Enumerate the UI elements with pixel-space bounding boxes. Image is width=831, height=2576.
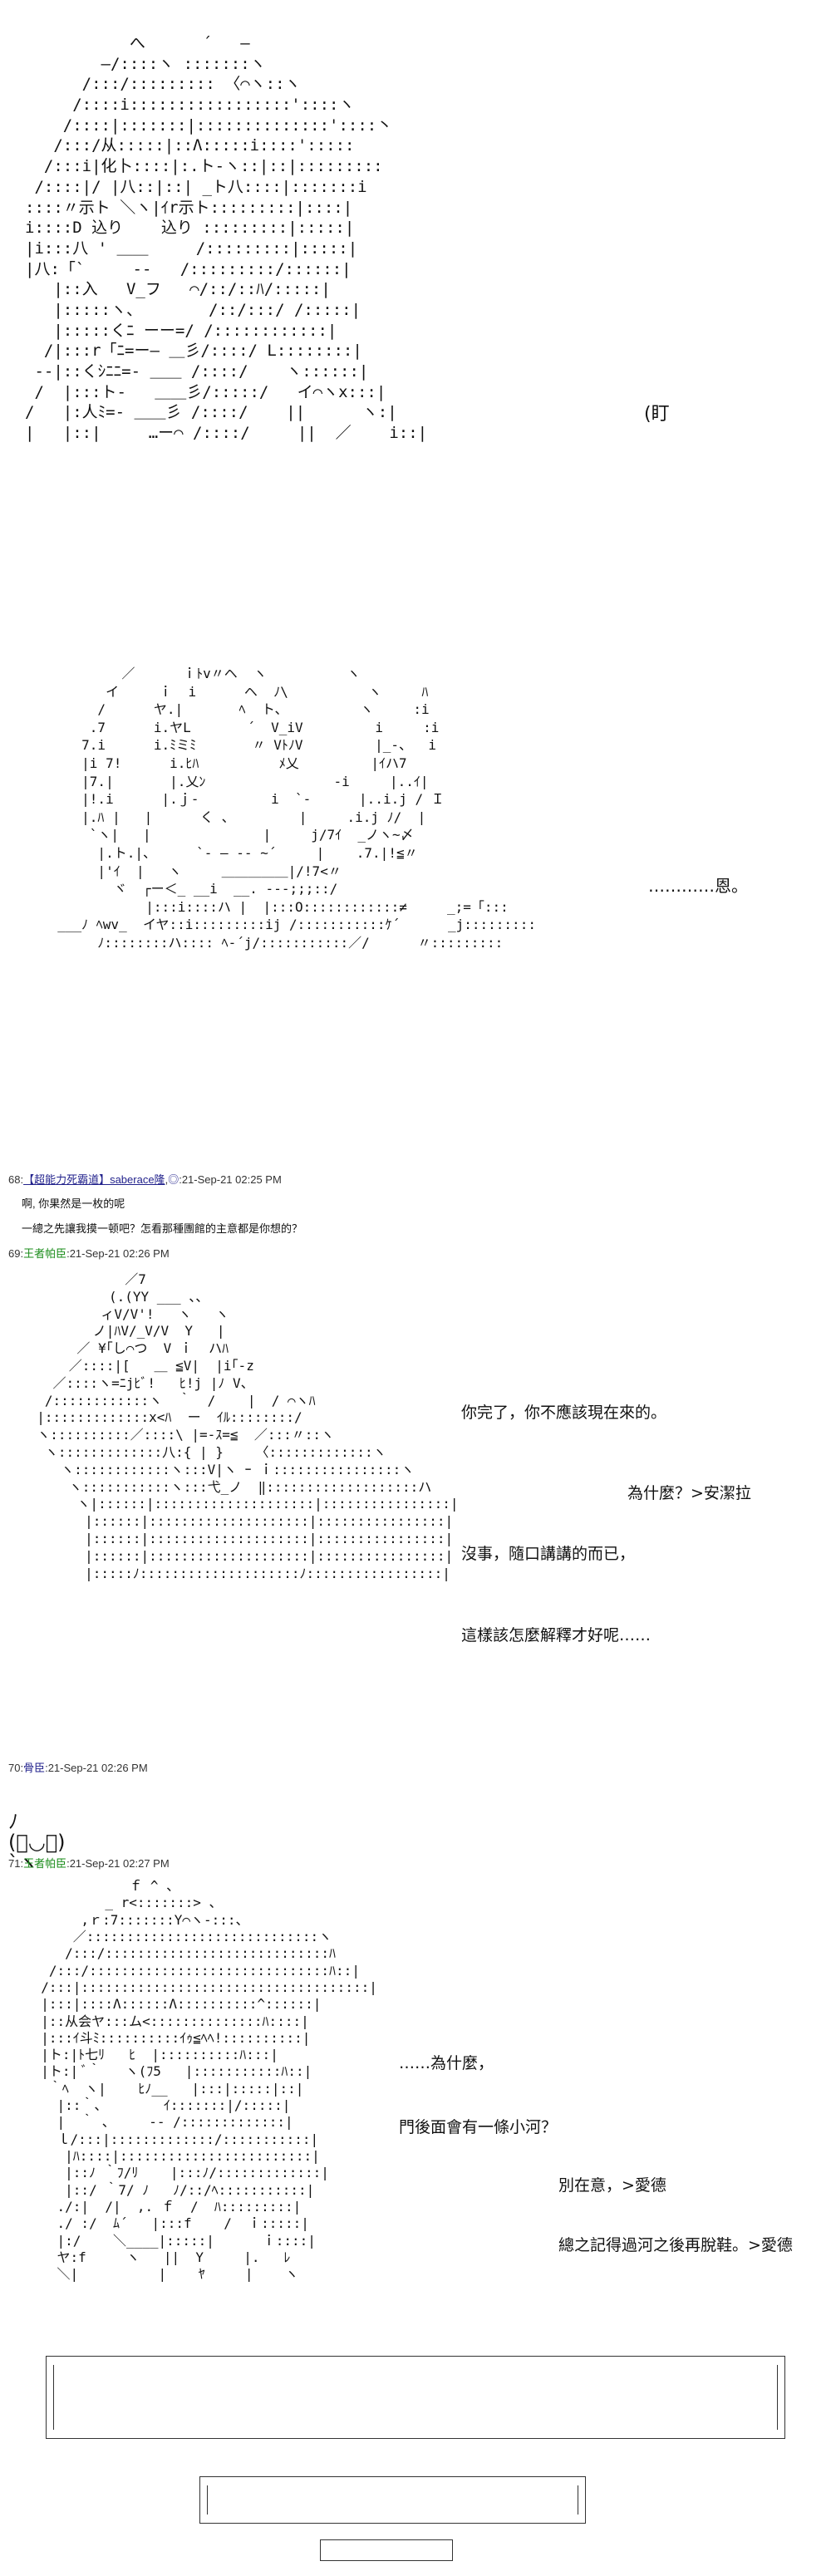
poster-name-link[interactable]: 【超能力死霸道】saberace隆	[23, 1173, 165, 1186]
frame-inner-left-line	[207, 2485, 208, 2515]
ascii-art-girl-staring: へ ´ ― ―/::::ヽ :::::::ヽ /:::/::::::::: 〈⌒…	[25, 34, 428, 443]
mail-icon[interactable]: ◎	[168, 1173, 179, 1186]
post-number: 69:	[8, 1247, 24, 1260]
frame-inner-right-line	[777, 2365, 778, 2430]
poster-name[interactable]: 王者帕臣	[23, 1857, 67, 1870]
ascii-art-girl-standing: ｆ ^ 、 _ r<:::::::> 、 ,ｒ:7:::::::Y⌒ヽ‐:::、…	[41, 1878, 377, 2283]
post-time: :21-Sep-21 02:27 PM	[66, 1857, 170, 1870]
post-time: :21-Sep-21 02:25 PM	[179, 1173, 282, 1186]
ascii-art-girl-close-up: ／ ｉﾄv〃ヘ ヽ ヽ イ ｉ i ヘ ﾉ\ ヽ ﾊ / ヤ.| ﾍ ト、 ヽ …	[57, 666, 536, 951]
post-68-line-2: 一總之先讓我摸一顿吧？怎看那種團館的主意都是你想的？	[22, 1222, 303, 1235]
empty-frame-medium	[199, 2476, 586, 2524]
frame-inner-left-line	[53, 2365, 54, 2430]
post-header-68: 68:【超能力死霸道】saberace隆,◎:21-Sep-21 02:25 P…	[8, 1173, 282, 1186]
poster-name[interactable]: 王者帕臣	[23, 1247, 67, 1260]
dialogue-hmm: …………恩。	[648, 876, 748, 896]
dialogue-69-3: 沒事，隨口講講的而已，	[461, 1545, 636, 1563]
post-time: :21-Sep-21 02:26 PM	[45, 1762, 148, 1774]
dialogue-69-2: 為什麼？>安潔拉	[627, 1484, 751, 1502]
emoticon-face: ﾉ (ﾟ◡ﾟ) `ヽ	[8, 1810, 66, 1875]
ascii-art-girl-thinking: ／7 (.(YY ___ 、、 ィV/V'! ヽ ヽ ノ|ﾊV/_V/V Y |…	[37, 1271, 459, 1581]
post-header-71: 71:王者帕臣:21-Sep-21 02:27 PM	[8, 1855, 170, 1871]
dialogue-71-2: 門後面會有一條小河？	[399, 2118, 558, 2136]
post-68-line-1: 啊, 你果然是一枚的呢	[22, 1197, 125, 1210]
dialogue-71-1: ……為什麼，	[399, 2054, 494, 2072]
post-number: 70:	[8, 1762, 24, 1774]
post-number: 71:	[8, 1857, 24, 1870]
dialogue-stare: (盯	[644, 404, 670, 425]
dialogue-71-4: 總之記得過河之後再脫鞋。>愛德	[558, 2236, 793, 2254]
empty-frame-large	[46, 2356, 785, 2439]
dialogue-71-3: 別在意，>愛德	[558, 2176, 666, 2195]
poster-name[interactable]: 骨臣	[23, 1762, 46, 1774]
post-time: :21-Sep-21 02:26 PM	[66, 1247, 170, 1260]
post-header-70: 70:骨臣:21-Sep-21 02:26 PM	[8, 1759, 148, 1775]
dialogue-69-4: 這樣該怎麼解釋才好呢……	[461, 1626, 652, 1644]
post-header-69: 69:王者帕臣:21-Sep-21 02:26 PM	[8, 1245, 170, 1261]
empty-frame-small	[320, 2539, 453, 2561]
dialogue-69-1: 你完了，你不應該現在來的。	[461, 1404, 667, 1422]
post-number: 68:	[8, 1173, 24, 1186]
